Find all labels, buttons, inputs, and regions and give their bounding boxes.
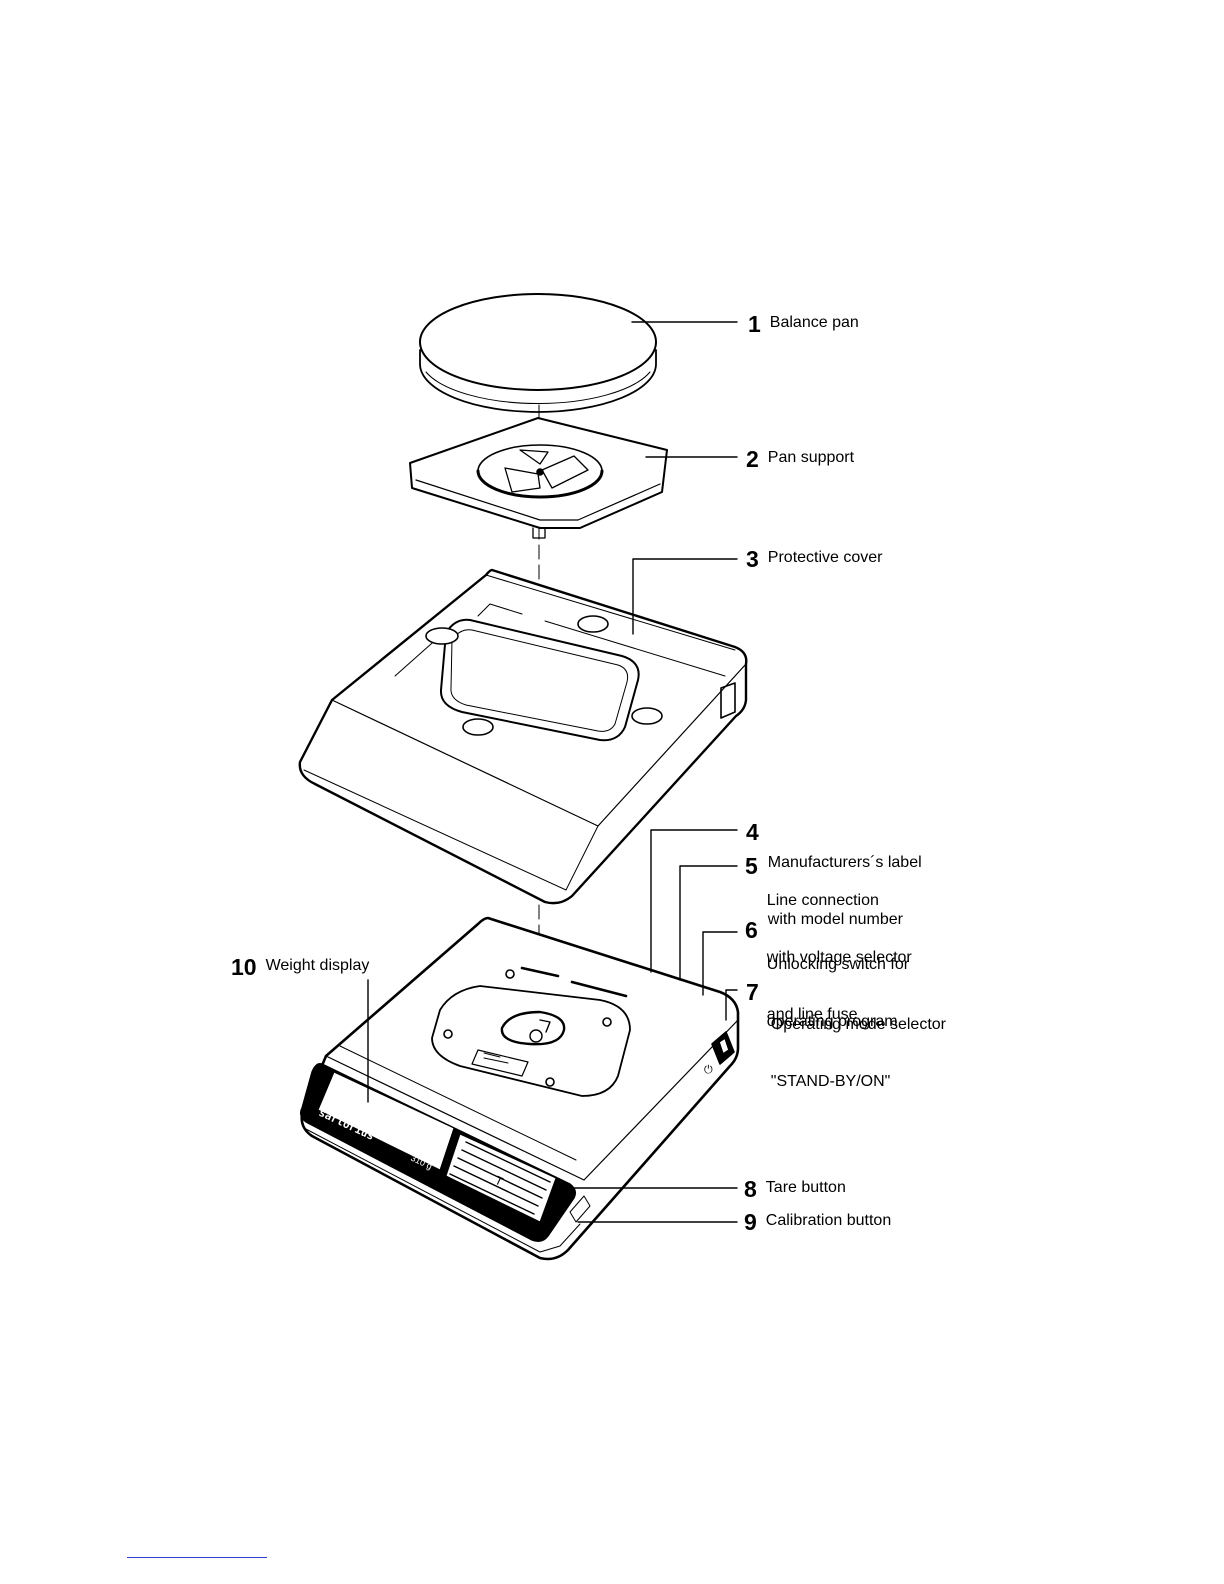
callout-6: 6 Unlocking switch for operating program xyxy=(745,917,909,1069)
callout-text: Pan support xyxy=(767,449,855,466)
callout-text: Unlocking switch for xyxy=(766,956,910,973)
callout-5: 5 Line connection with voltage selector … xyxy=(745,853,912,1062)
callout-number: 9 xyxy=(744,1209,757,1235)
callout-2: 2 Pan support xyxy=(746,446,855,472)
callout-1: 1 Balance pan xyxy=(748,311,859,337)
callout-number: 3 xyxy=(746,546,759,572)
protective-cover xyxy=(298,568,748,905)
callout-number: 1 xyxy=(748,311,761,337)
callout-number: 8 xyxy=(744,1176,757,1202)
callout-number: 10 xyxy=(231,954,257,980)
callout-text: "STAND-BY/ON" xyxy=(770,1073,891,1090)
callout-4: 4 Manufacturers´s label with model numbe… xyxy=(746,815,922,967)
callout-10: 10 Weight display xyxy=(231,954,370,980)
callout-text: Tare button xyxy=(765,1179,846,1196)
callout-text: Weight display xyxy=(265,957,370,974)
callout-text: Balance pan xyxy=(769,314,859,331)
callout-number: 6 xyxy=(745,917,758,943)
callout-number: 2 xyxy=(746,446,759,472)
callout-8: 8 Tare button xyxy=(744,1176,846,1202)
callout-text: operating program xyxy=(766,1013,898,1030)
callout-number: 4 xyxy=(746,819,759,845)
pan-support xyxy=(409,417,668,539)
balance-pan xyxy=(419,293,657,413)
callout-text: with model number xyxy=(767,911,903,928)
callout-text: with voltage selector xyxy=(766,949,912,966)
callout-text: Protective cover xyxy=(767,549,883,566)
callout-9: 9 Calibration button xyxy=(744,1209,892,1235)
callout-text: and line fuse xyxy=(766,1006,858,1023)
callout-text: Manufacturers´s label xyxy=(767,854,922,871)
callout-text: Calibration button xyxy=(765,1212,892,1229)
callout-3: 3 Protective cover xyxy=(746,546,883,572)
svg-text:⏻: ⏻ xyxy=(704,1064,713,1076)
balance-base: ⏻ xyxy=(299,916,740,1261)
callout-text: Operating mode selector xyxy=(770,1016,946,1033)
callout-number: 7 xyxy=(746,979,759,1005)
callout-7: 7 Operating mode selector "STAND-BY/ON" xyxy=(746,977,946,1129)
leader-lines xyxy=(367,321,738,1223)
callout-text: Line connection xyxy=(766,892,879,909)
callout-number: 5 xyxy=(745,853,758,879)
footer-rule xyxy=(127,1557,267,1558)
